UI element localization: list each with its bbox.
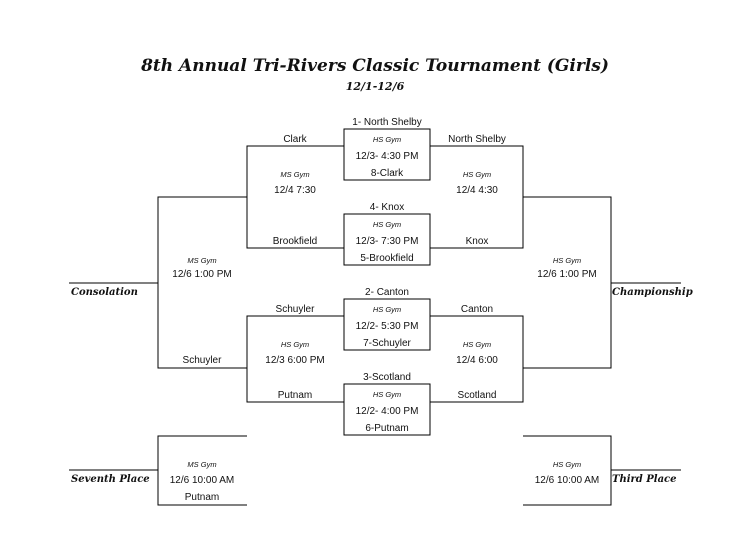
- cons-semi1-team-top: Clark: [283, 134, 307, 145]
- consolation-gym: MS Gym: [187, 256, 217, 265]
- cons-semi1-gym: MS Gym: [280, 170, 310, 179]
- championship-label: Championship: [612, 287, 693, 298]
- seventh-place-gym: MS Gym: [187, 460, 217, 469]
- cons-semi2-team-bottom: Putnam: [277, 390, 313, 401]
- qf3-time: 12/2- 5:30 PM: [355, 321, 419, 332]
- qf4-bottom-seed: 6-Putnam: [365, 423, 409, 434]
- qf4-top-seed: 3-Scotland: [363, 372, 411, 383]
- third-place-time: 12/6 10:00 AM: [534, 475, 600, 486]
- qf1-bottom-seed: 8-Clark: [370, 168, 404, 179]
- qf3-bottom-seed: 7-Schuyler: [363, 338, 411, 349]
- cons-semi1-time: 12/4 7:30: [274, 185, 316, 196]
- cons-semi2-team-top: Schuyler: [275, 304, 315, 315]
- cons-semi2-gym: HS Gym: [280, 340, 310, 349]
- qf2-gym: HS Gym: [372, 220, 402, 229]
- qf4-gym: HS Gym: [372, 390, 402, 399]
- seventh-place-time: 12/6 10:00 AM: [169, 475, 235, 486]
- win-semi2-time: 12/4 6:00: [456, 355, 498, 366]
- win-semi2-team-bottom: Scotland: [457, 390, 497, 401]
- win-semi1-gym: HS Gym: [462, 170, 492, 179]
- consolation-team-bottom: Schuyler: [182, 355, 222, 366]
- seventh-place-team-bottom: Putnam: [184, 492, 220, 503]
- win-semi2-team-top: Canton: [460, 304, 494, 315]
- qf4-time: 12/2- 4:00 PM: [355, 406, 419, 417]
- consolation-label: Consolation: [71, 287, 138, 298]
- championship-gym: HS Gym: [552, 256, 582, 265]
- page-title: 8th Annual Tri-Rivers Classic Tournament…: [141, 56, 609, 76]
- qf2-bottom-seed: 5-Brookfield: [360, 253, 414, 264]
- win-semi1-team-top: North Shelby: [448, 134, 506, 145]
- qf1-top-seed: 1- North Shelby: [352, 117, 422, 128]
- win-semi1-time: 12/4 4:30: [456, 185, 498, 196]
- championship-time: 12/6 1:00 PM: [537, 269, 597, 280]
- qf1-gym: HS Gym: [372, 135, 402, 144]
- win-semi1-team-bottom: Knox: [465, 236, 489, 247]
- consolation-time: 12/6 1:00 PM: [172, 269, 232, 280]
- cons-semi1-team-bottom: Brookfield: [272, 236, 318, 247]
- qf1-time: 12/3- 4:30 PM: [355, 151, 419, 162]
- qf2-top-seed: 4- Knox: [369, 202, 405, 213]
- cons-semi2-time: 12/3 6:00 PM: [265, 355, 325, 366]
- qf3-gym: HS Gym: [372, 305, 402, 314]
- third-place-label: Third Place: [612, 474, 677, 485]
- third-place-gym: HS Gym: [552, 460, 582, 469]
- qf3-top-seed: 2- Canton: [365, 287, 409, 298]
- win-semi2-gym: HS Gym: [462, 340, 492, 349]
- seventh-place-label: Seventh Place: [71, 474, 150, 485]
- qf2-time: 12/3- 7:30 PM: [355, 236, 419, 247]
- tournament-dates: 12/1-12/6: [345, 80, 405, 93]
